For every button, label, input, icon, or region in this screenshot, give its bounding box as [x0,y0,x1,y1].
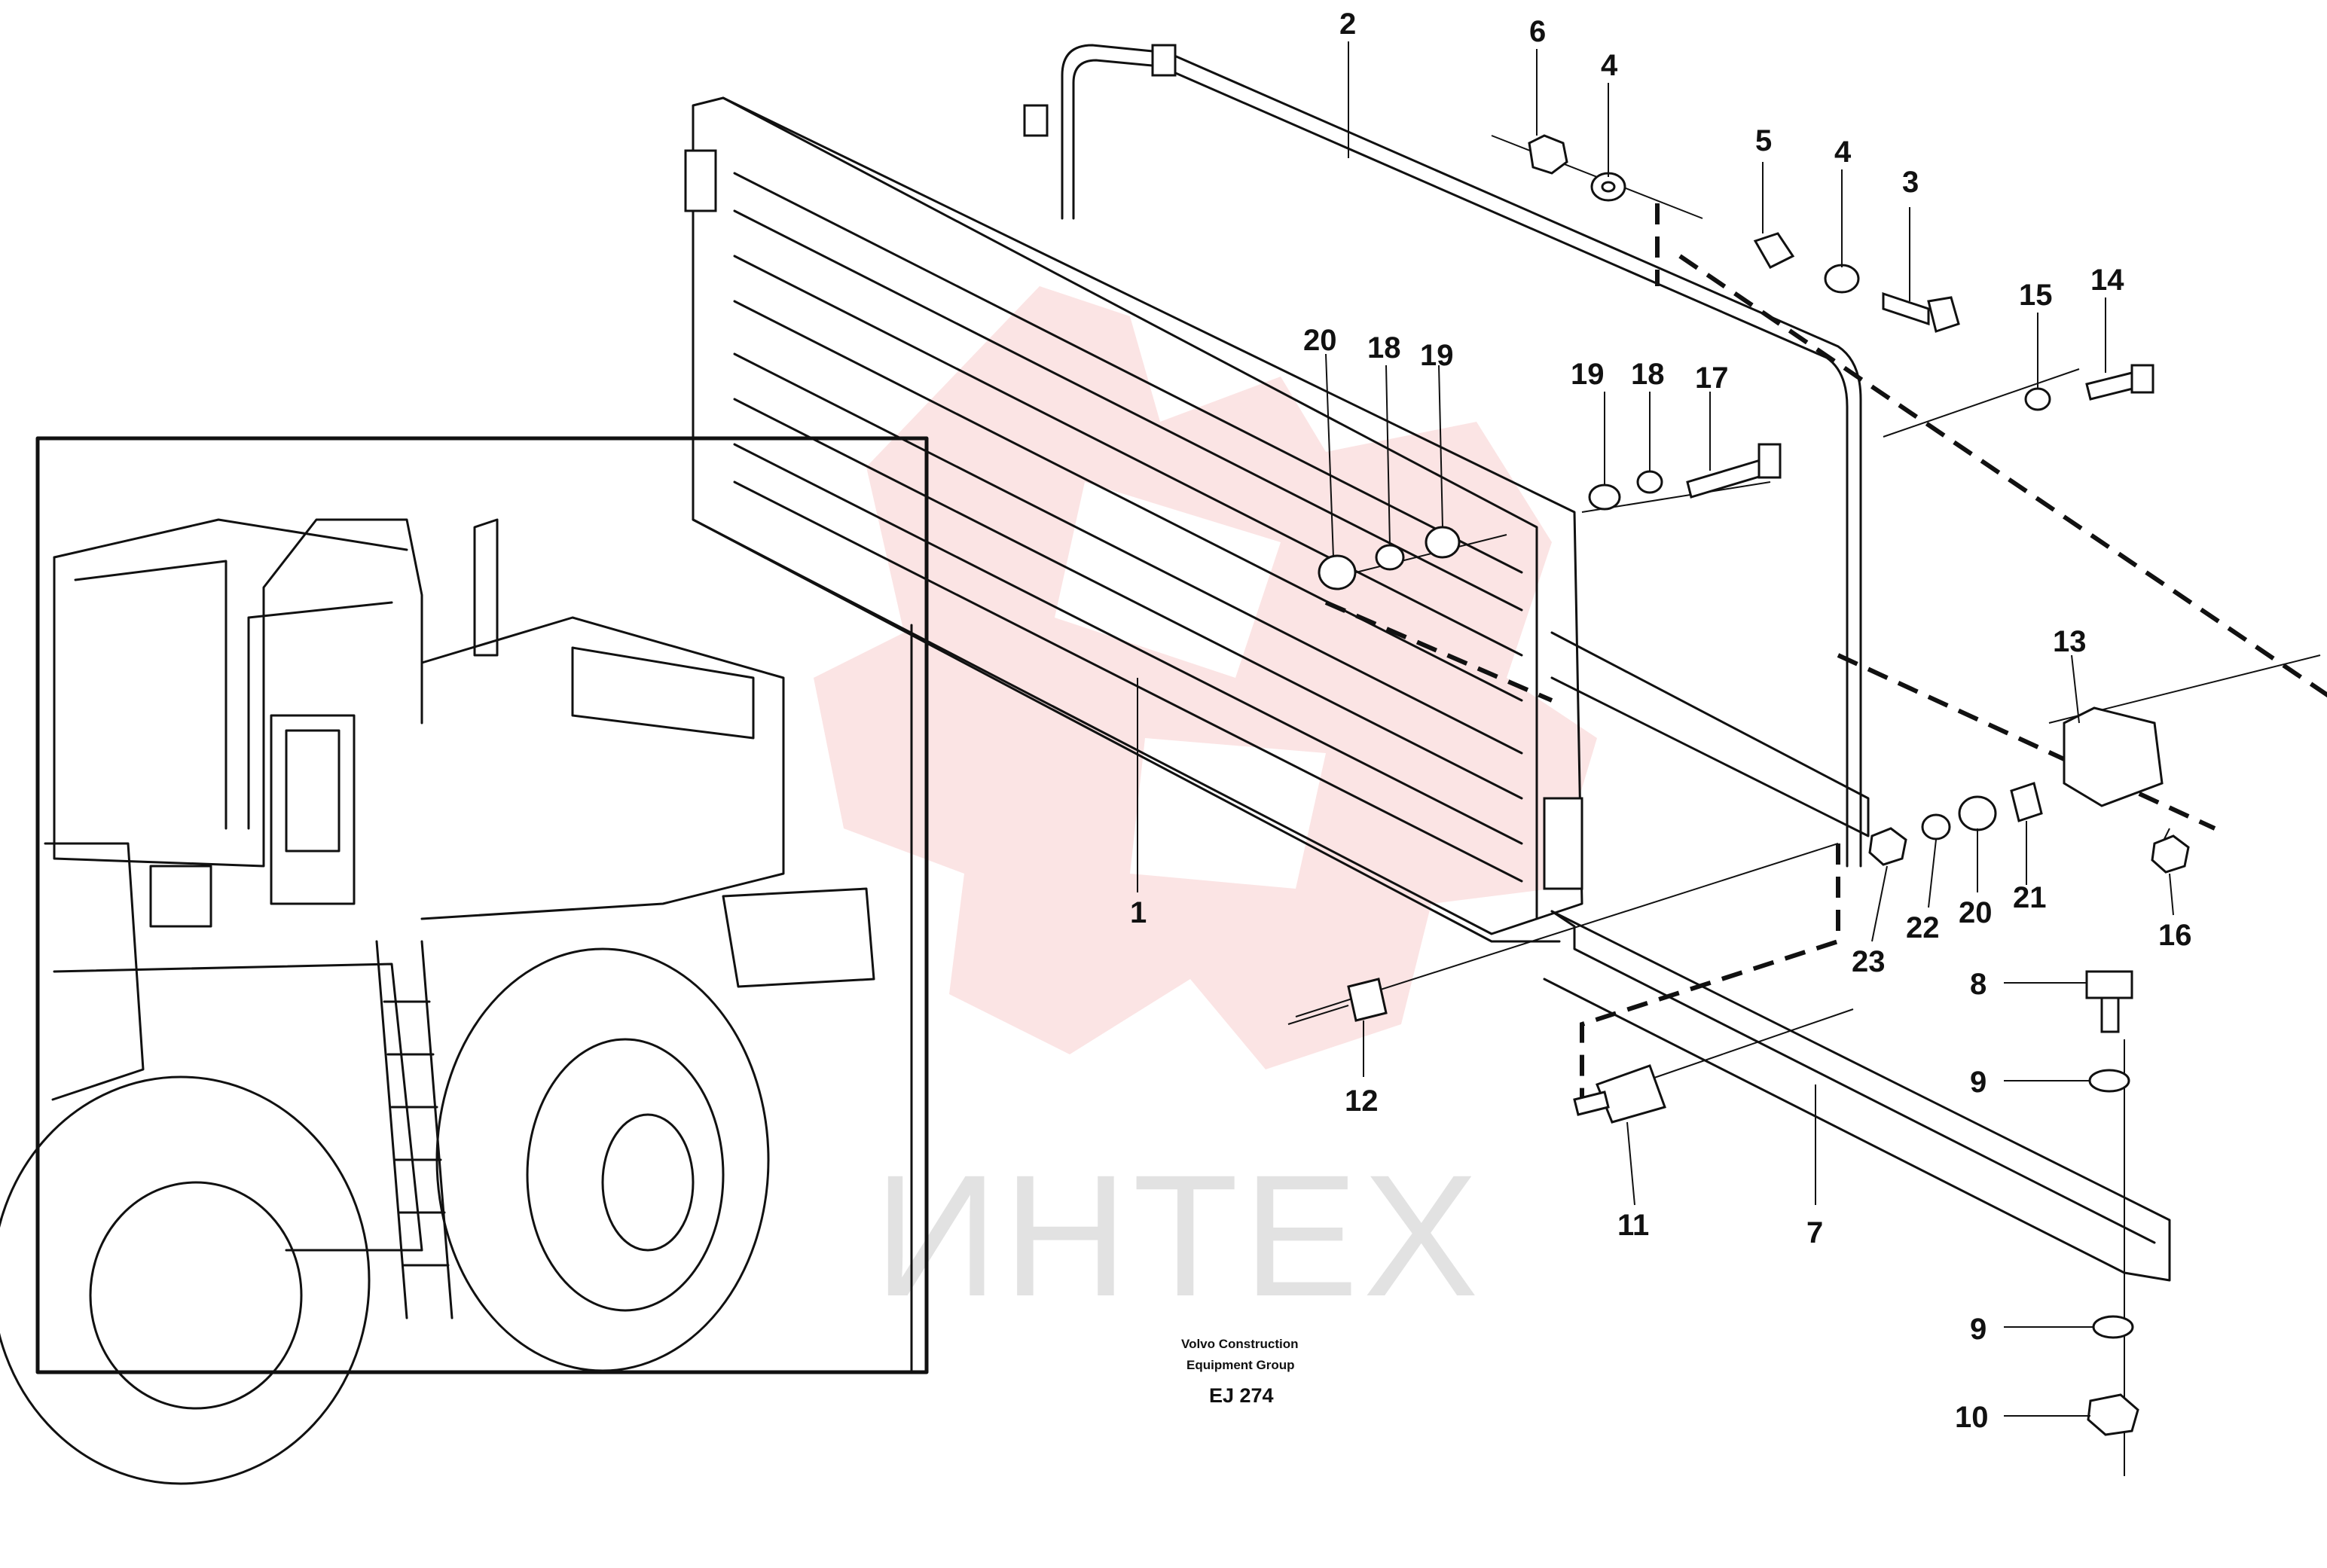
callout-20a: 20 [1303,324,1337,357]
callout-9b: 9 [1970,1313,1987,1346]
callout-14: 14 [2090,264,2124,297]
upper-fitting [684,149,717,212]
callout-11: 11 [1617,1209,1649,1242]
callout-2: 2 [1339,8,1356,41]
mounting-frame [1023,44,1862,868]
callout-4b: 4 [1834,136,1852,169]
callout-9a: 9 [1970,1066,1987,1099]
callout-10: 10 [1955,1401,1989,1434]
part-8-bolt [2085,970,2133,999]
callout-1: 1 [1130,896,1147,929]
part-10-nut [2087,1393,2139,1436]
part-20-grommet-2 [1958,795,1997,831]
publisher-line-1: Volvo Construction [1181,1337,1299,1351]
figure-caption: Volvo Construction Equipment Group EJ 27… [1181,1337,1299,1407]
callout-16: 16 [2158,919,2192,952]
callout-18b: 18 [1631,358,1665,391]
callout-15: 15 [2019,279,2053,312]
part-18-washer-2 [1375,544,1405,571]
part-11-isolator [1596,1064,1666,1124]
part-16-nut [2151,834,2190,874]
part-19-washer [1588,484,1621,511]
callout-3: 3 [1902,166,1919,199]
part-22-washer [1921,813,1951,840]
callout-21: 21 [2013,881,2047,914]
part-21-sleeve [2010,782,2043,822]
callout-8: 8 [1970,968,1987,1001]
callout-20b: 20 [1959,896,1993,929]
callout-19b: 19 [1571,358,1605,391]
watermark-logo: ИНТЕХ [814,286,1597,1332]
callout-7: 7 [1806,1216,1823,1249]
part-6-nut [1528,134,1568,175]
watermark-text: ИНТЕХ [874,1139,1483,1332]
publisher-line-2: Equipment Group [1186,1358,1295,1372]
part-15-washer [2024,387,2051,411]
hardware-parts [1318,134,2190,1436]
part-20-grommet [1318,554,1357,590]
part-23-nut [1868,827,1907,866]
part-12-grommet [1347,978,1388,1022]
watermark-gear-shape [814,286,1597,1069]
part-14-bolt [2085,371,2137,401]
part-4-washer-2 [1824,264,1860,294]
callout-18a: 18 [1367,331,1401,365]
callout-23: 23 [1852,945,1886,978]
lower-fitting [1543,797,1583,890]
callout-labels: 1 2 3 4 4 5 6 7 8 9 9 10 11 12 13 14 15 … [1130,8,2192,1434]
callout-22: 22 [1906,911,1940,944]
callout-19a: 19 [1420,339,1454,372]
part-3-bolt [1882,291,1930,326]
part-9-washer-2 [2092,1315,2134,1339]
part-17-bolt [1686,458,1768,499]
machine-inset [0,436,929,1485]
callout-6: 6 [1529,15,1546,48]
part-18-washer [1636,470,1663,494]
part-19-washer-2 [1425,526,1461,559]
callout-5: 5 [1755,124,1772,157]
part-5-spacer [1753,232,1795,269]
part-13-bracket [2063,706,2164,807]
diagram-code: EJ 274 [1209,1384,1274,1407]
callout-12: 12 [1345,1084,1379,1118]
leader-lines [1137,41,2174,1417]
part-9-washer [2088,1069,2130,1093]
callout-17: 17 [1695,361,1729,395]
callout-13: 13 [2053,625,2087,658]
callout-4a: 4 [1601,49,1618,82]
lower-rail [1543,631,2171,1282]
